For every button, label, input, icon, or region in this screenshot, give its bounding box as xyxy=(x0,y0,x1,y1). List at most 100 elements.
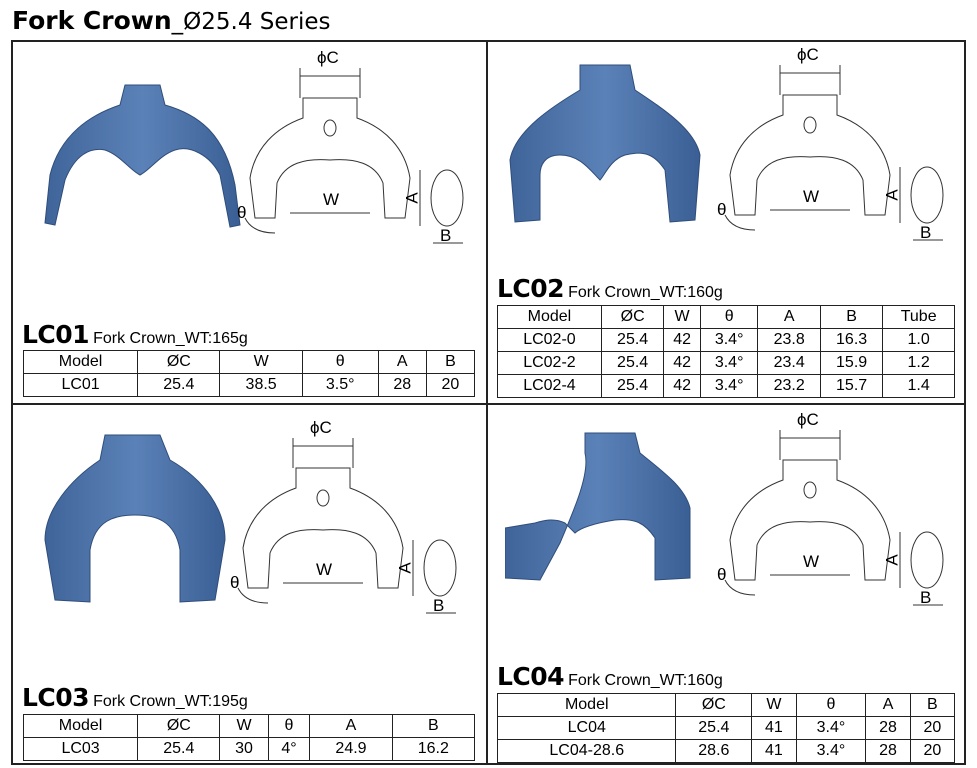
table-cell: 28 xyxy=(865,739,911,763)
label-a: A xyxy=(395,562,415,574)
table-cell: 1.4 xyxy=(882,374,955,398)
label-a: A xyxy=(402,192,422,204)
column-header: A xyxy=(865,693,911,717)
divider-horizontal xyxy=(11,403,966,405)
table-cell: 28 xyxy=(377,373,427,397)
table-cell: 20 xyxy=(909,739,956,763)
table-cell: 23.2 xyxy=(757,374,821,398)
table-cell: 25.4 xyxy=(600,351,665,375)
table-cell: 25.4 xyxy=(600,374,665,398)
table-cell: 38.5 xyxy=(219,373,303,397)
column-header: B xyxy=(425,350,476,374)
table-cell: 25.4 xyxy=(137,373,221,397)
label-b: B xyxy=(920,223,932,242)
table-cell: 1.2 xyxy=(882,351,955,375)
table-cell: LC02-0 xyxy=(497,328,602,352)
technical-drawing: ϕC W θ A B xyxy=(228,418,468,628)
label-a: A xyxy=(882,554,902,566)
table-cell: 16.2 xyxy=(391,737,476,761)
table-cell: 23.8 xyxy=(757,328,821,352)
crown-outline-drawing xyxy=(244,68,464,244)
fork-crown-photo xyxy=(44,434,226,603)
fork-crown-photo xyxy=(509,64,701,223)
table-cell: 42 xyxy=(663,351,701,375)
column-header: Model xyxy=(22,714,139,738)
label-a: A xyxy=(882,189,902,201)
product-code: LC02 xyxy=(497,274,565,303)
label-angle-theta: θ xyxy=(230,573,240,592)
product-subtitle: Fork Crown_WT:160g xyxy=(568,284,723,301)
label-width-w: W xyxy=(803,552,820,571)
column-header: W xyxy=(663,305,701,329)
table-cell: LC03 xyxy=(22,737,139,761)
table-cell: 41 xyxy=(751,716,797,740)
fork-crown-photo xyxy=(44,84,241,228)
label-diameter-c: ϕC xyxy=(797,410,819,429)
table-cell: LC04 xyxy=(496,716,677,740)
page-title: Fork Crown_Ø25.4 Series xyxy=(12,6,331,35)
table-cell: 28.6 xyxy=(675,739,753,763)
column-header: θ xyxy=(267,714,311,738)
column-header: θ xyxy=(699,305,759,329)
technical-drawing: ϕC W θ A B xyxy=(235,48,475,258)
column-header: ØC xyxy=(600,305,665,329)
table-cell: 41 xyxy=(751,739,797,763)
table-cell: 28 xyxy=(865,716,911,740)
column-header: W xyxy=(219,714,269,738)
table-cell: 42 xyxy=(663,328,701,352)
label-diameter-c: ϕC xyxy=(310,418,332,437)
table-cell: 15.7 xyxy=(819,374,884,398)
table-cell: LC01 xyxy=(22,373,139,397)
table-cell: 20 xyxy=(425,373,476,397)
product-subtitle: Fork Crown_WT:165g xyxy=(93,330,248,347)
product-subtitle: Fork Crown_WT:195g xyxy=(93,693,248,710)
table-cell: 24.9 xyxy=(309,737,393,761)
panel-frame xyxy=(11,40,966,765)
column-header: Model xyxy=(22,350,139,374)
table-cell: 3.4° xyxy=(699,351,759,375)
crown-outline-drawing xyxy=(724,65,944,241)
column-header: ØC xyxy=(137,714,221,738)
column-header: ØC xyxy=(675,693,753,717)
column-header: B xyxy=(909,693,956,717)
column-header: θ xyxy=(795,693,867,717)
column-header: Model xyxy=(496,693,677,717)
column-header: Tube xyxy=(882,305,955,329)
column-header: W xyxy=(219,350,303,374)
label-angle-theta: θ xyxy=(717,565,727,584)
label-angle-theta: θ xyxy=(717,200,727,219)
column-header: B xyxy=(819,305,884,329)
table-cell: LC02-2 xyxy=(497,351,602,375)
table-cell: 15.9 xyxy=(819,351,884,375)
table-cell: 25.4 xyxy=(675,716,753,740)
column-header: A xyxy=(377,350,427,374)
table-cell: 3.4° xyxy=(795,739,867,763)
technical-drawing: ϕC W θ A B xyxy=(715,45,955,255)
divider-vertical xyxy=(486,40,488,765)
column-header: Model xyxy=(497,305,602,329)
label-diameter-c: ϕC xyxy=(317,48,339,67)
table-cell: 20 xyxy=(909,716,956,740)
column-header: B xyxy=(391,714,476,738)
table-cell: LC02-4 xyxy=(497,374,602,398)
table-cell: 25.4 xyxy=(600,328,665,352)
label-width-w: W xyxy=(316,560,333,579)
column-header: A xyxy=(309,714,393,738)
table-cell: 3.4° xyxy=(795,716,867,740)
